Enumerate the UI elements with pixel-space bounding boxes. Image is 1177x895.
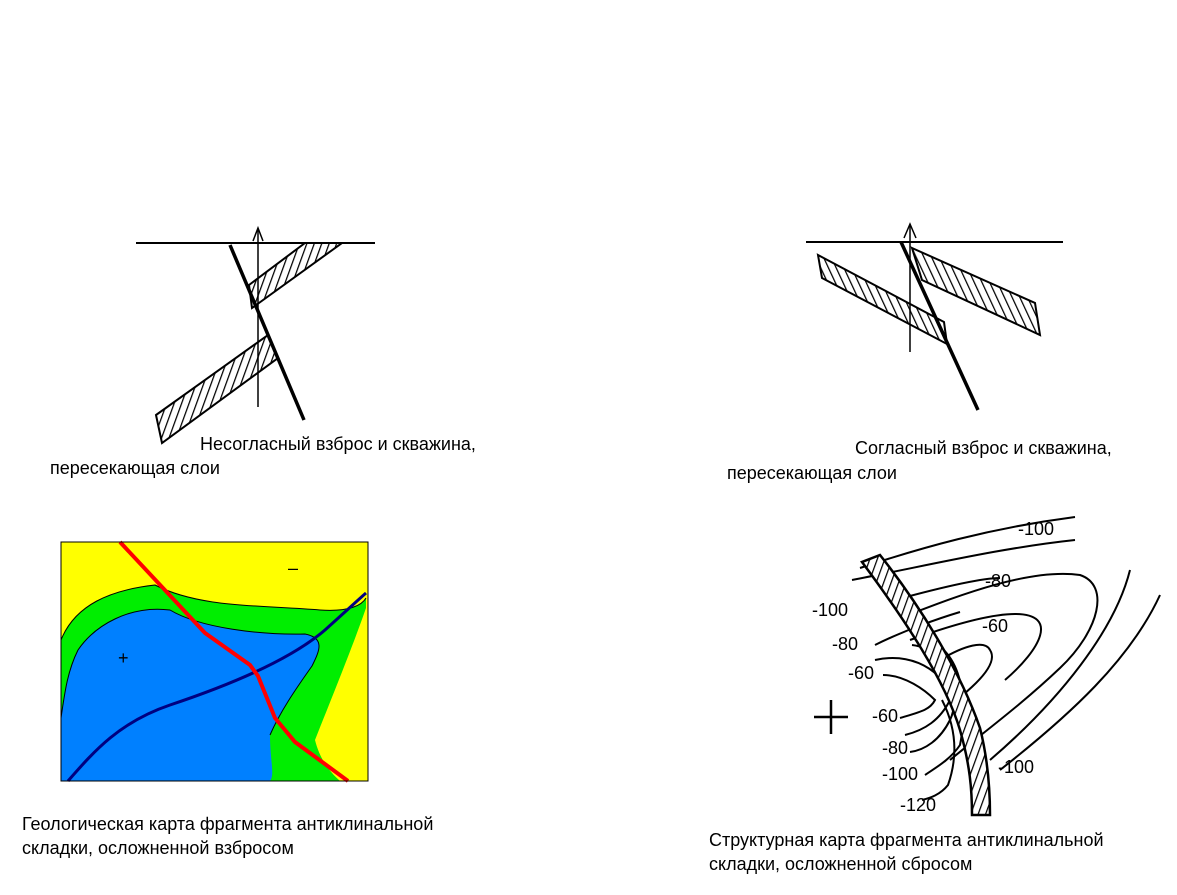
contour-line xyxy=(989,569,1131,761)
normal-fault-caption-line2: пересекающая слои xyxy=(727,463,897,483)
normal-fault-caption-line1: Согласный взброс и скважина, xyxy=(855,438,1112,458)
bed-right-block xyxy=(910,246,1042,337)
plus-sign: + xyxy=(118,648,129,668)
fault-line-red xyxy=(118,540,350,783)
contour-label: -100 xyxy=(812,600,848,620)
map-middle-boundary xyxy=(60,584,367,641)
contour-label: -100 xyxy=(882,764,918,784)
contour-label: -80 xyxy=(882,738,908,758)
fault-zone-band xyxy=(860,553,992,817)
reverse-fault-caption-line1: Несогласный взброс и скважина, xyxy=(200,434,476,454)
contour-line xyxy=(907,572,1099,761)
contour-label: -100 xyxy=(998,757,1034,777)
structure-map-caption-line2: складки, осложненной сбросом xyxy=(709,854,973,874)
contour-label: -120 xyxy=(900,795,936,815)
contour-line xyxy=(909,612,1043,681)
fault-line xyxy=(228,244,306,421)
contour-label: -80 xyxy=(832,634,858,654)
bed-upper-segment xyxy=(247,242,346,310)
map-core-zone xyxy=(61,609,320,781)
contour-label: -60 xyxy=(848,663,874,683)
contour-label: -80 xyxy=(985,571,1011,591)
reverse-fault-diagram xyxy=(136,225,375,445)
normal-fault-diagram xyxy=(806,222,1063,411)
reverse-fault-caption-line2: пересекающая слои xyxy=(50,458,220,478)
structure-map xyxy=(814,516,1161,817)
contour-label: -60 xyxy=(982,616,1008,636)
map-core-boundary xyxy=(60,608,320,736)
geologic-map-caption-line1: Геологическая карта фрагмента антиклинал… xyxy=(22,814,434,834)
geologic-map xyxy=(60,540,369,783)
contour-line xyxy=(894,577,1001,601)
fault-line xyxy=(899,241,980,411)
fold-axis-line xyxy=(66,591,367,782)
contour-line xyxy=(999,594,1161,771)
contour-line xyxy=(882,674,937,719)
structure-map-caption-line1: Структурная карта фрагмента антиклинальн… xyxy=(709,830,1104,850)
geologic-map-caption-line2: складки, осложненной взбросом xyxy=(22,838,294,858)
contour-label: -60 xyxy=(872,706,898,726)
contour-labels: -100 -80 -100 -60 -80 -60 -60 -80 -100 -… xyxy=(812,519,1054,815)
contour-line xyxy=(921,699,956,801)
map-frame xyxy=(60,541,369,782)
minus-sign: – xyxy=(288,558,298,578)
bed-lower-segment xyxy=(154,333,280,445)
borehole-arrow xyxy=(252,225,264,242)
contour-label: -100 xyxy=(1018,519,1054,539)
borehole-arrow xyxy=(903,222,917,239)
contour-line xyxy=(939,643,993,706)
